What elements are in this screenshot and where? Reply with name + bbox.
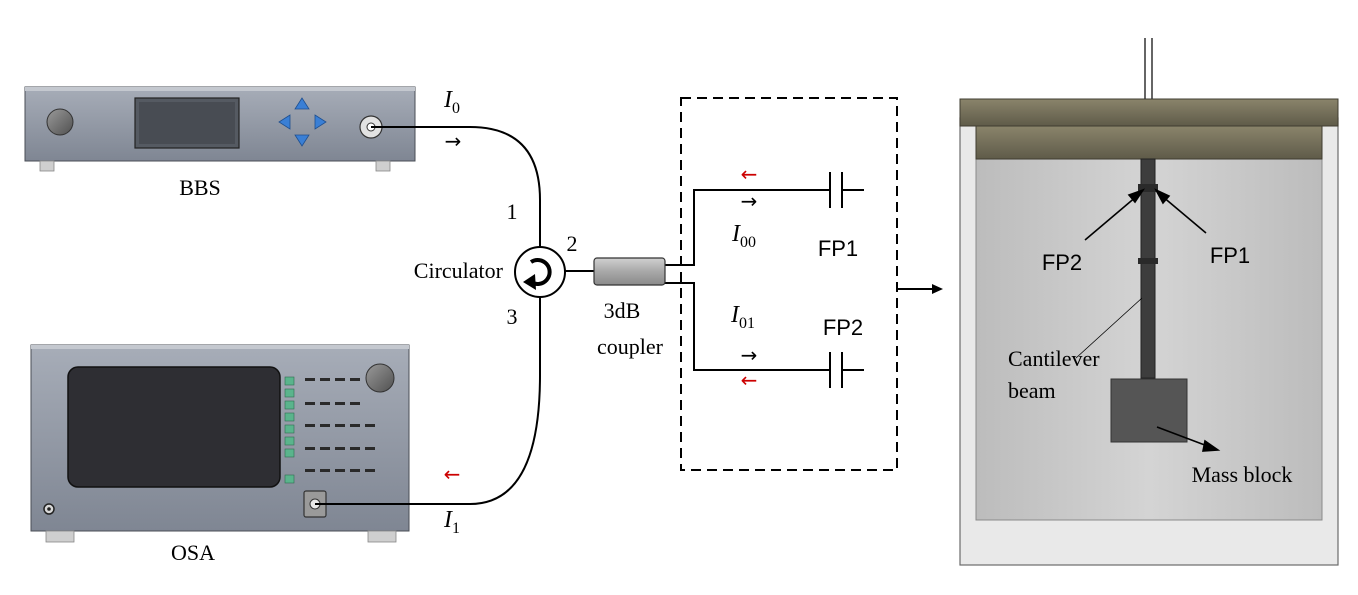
coupler-label-line1: 3dB [604, 298, 641, 323]
package-callout-lines [1075, 188, 1221, 452]
osa-display-screen [67, 366, 281, 488]
i01-incident-arrow: → [741, 343, 758, 367]
mass-block [1110, 378, 1188, 443]
port-3-label: 3 [507, 304, 518, 329]
expand-arrow [897, 284, 943, 294]
fp1-label: FP1 [818, 236, 858, 261]
bbs-arrow-buttons [278, 97, 327, 147]
i00-incident-arrow: → [741, 189, 758, 213]
down-arrow-icon [294, 134, 310, 147]
cantilever-beam [1140, 158, 1156, 379]
i1-direction-arrow: ← [444, 462, 461, 486]
bbs-label: BBS [179, 175, 221, 200]
fp1-reflector-icon [829, 172, 843, 208]
osa-device: OSA [30, 344, 410, 565]
port-1-label: 1 [507, 199, 518, 224]
package-cap [975, 125, 1323, 160]
sensor-package: FP2 FP1 Cantilever beam Mass block [959, 38, 1339, 566]
circulator: Circulator 1 2 3 [414, 199, 578, 329]
circulator-body [514, 246, 566, 298]
fiber-circulator-to-osa [315, 296, 541, 505]
dashed-sensor-box [680, 97, 898, 471]
bbs-power-knob [46, 108, 74, 136]
sensor-region: FP1 FP2 ← → → ← I00 I01 [680, 97, 898, 471]
osa-side-keys [284, 376, 295, 484]
i00-reflected-arrow: ← [741, 162, 758, 186]
up-arrow-icon [294, 97, 310, 110]
package-fp2-label: FP2 [1042, 250, 1082, 275]
fiber-coupler-to-fp2 [665, 282, 830, 371]
i0-direction-arrow: → [445, 129, 462, 153]
osa-tuning-knob [365, 363, 395, 393]
osa-foot-right [367, 530, 397, 543]
osa-keypad [305, 378, 375, 472]
port-2-label: 2 [567, 231, 578, 256]
i1-label: I1 [443, 507, 460, 537]
left-arrow-icon [278, 114, 291, 130]
circulator-rotation-icon [529, 258, 552, 286]
coupler-label-line2: coupler [597, 334, 664, 359]
package-fp1-label: FP1 [1210, 243, 1250, 268]
circulator-label: Circulator [414, 258, 504, 283]
coupler-body [593, 257, 666, 286]
i01-label: I01 [730, 302, 755, 332]
fp2-reflector-icon [829, 352, 843, 388]
fp-sensor-marker-mid [1138, 258, 1158, 264]
i00-label: I00 [731, 221, 756, 251]
bbs-foot-left [39, 160, 55, 172]
package-lid [959, 98, 1339, 127]
i01-reflected-arrow: ← [741, 368, 758, 392]
fiber-bbs-to-circulator [371, 126, 541, 248]
fp2-label: FP2 [823, 315, 863, 340]
i0-label: I0 [443, 87, 460, 117]
right-arrow-icon [314, 114, 327, 130]
mass-block-label: Mass block [1192, 462, 1293, 487]
cantilever-label-line2: beam [1008, 378, 1056, 403]
cantilever-label-line1: Cantilever [1008, 346, 1100, 371]
fiber-leads [1144, 38, 1153, 99]
osa-foot-left [45, 530, 75, 543]
bbs-foot-right [375, 160, 391, 172]
coupler: 3dB coupler [593, 257, 666, 359]
fiber-coupler-to-fp1 [665, 189, 830, 266]
fp-sensor-marker-top [1138, 184, 1158, 192]
fiber-lines [315, 126, 864, 505]
bbs-device: BBS [24, 86, 416, 200]
osa-label: OSA [171, 540, 215, 565]
